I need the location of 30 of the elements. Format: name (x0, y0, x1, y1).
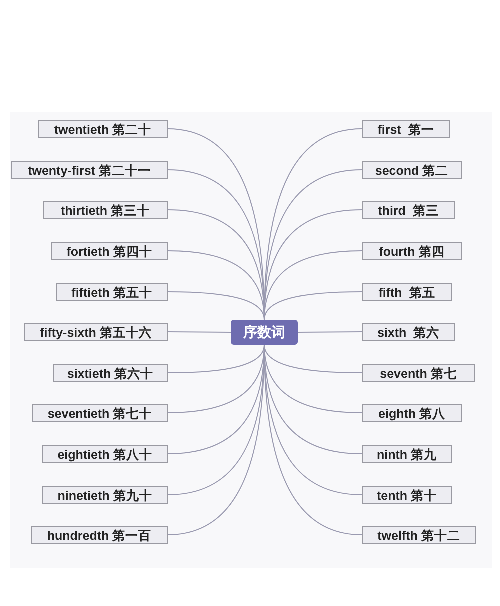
connector-line (264, 344, 362, 374)
topic-box: twelfth 第十二 (362, 526, 476, 544)
topic-box: ninth 第九 (362, 445, 452, 463)
topic-box: fourth 第四 (362, 242, 462, 260)
topic-box: seventieth 第七十 (32, 404, 168, 422)
topic-box: thirtieth 第三十 (43, 201, 168, 219)
topic-box: first 第一 (362, 120, 450, 138)
topic-box: twentieth 第二十 (38, 120, 168, 138)
topic-box: sixtieth 第六十 (53, 364, 168, 382)
connector-line (264, 292, 362, 320)
topic-box: fortieth 第四十 (51, 242, 168, 260)
topic-box: tenth 第十 (362, 486, 452, 504)
connector-line (168, 332, 232, 333)
topic-box: fiftieth 第五十 (56, 283, 168, 301)
connector-line (168, 292, 265, 320)
topic-box: second 第二 (362, 161, 462, 179)
topic-box: fifty-sixth 第五十六 (24, 323, 168, 341)
connector-line (168, 344, 265, 374)
topic-box: eightieth 第八十 (42, 445, 168, 463)
topic-box: third 第三 (362, 201, 455, 219)
topic-box: seventh 第七 (362, 364, 475, 382)
connector-line (168, 250, 265, 320)
topic-box: eighth 第八 (362, 404, 462, 422)
topic-box: hundredth 第一百 (31, 526, 168, 544)
topic-box: fifth 第五 (362, 283, 452, 301)
topic-box: sixth 第六 (362, 323, 455, 341)
connector-line (298, 332, 362, 333)
central-topic-box: 序数词 (231, 320, 298, 345)
topic-box: twenty-first 第二十一 (11, 161, 168, 179)
topic-box: ninetieth 第九十 (42, 486, 168, 504)
